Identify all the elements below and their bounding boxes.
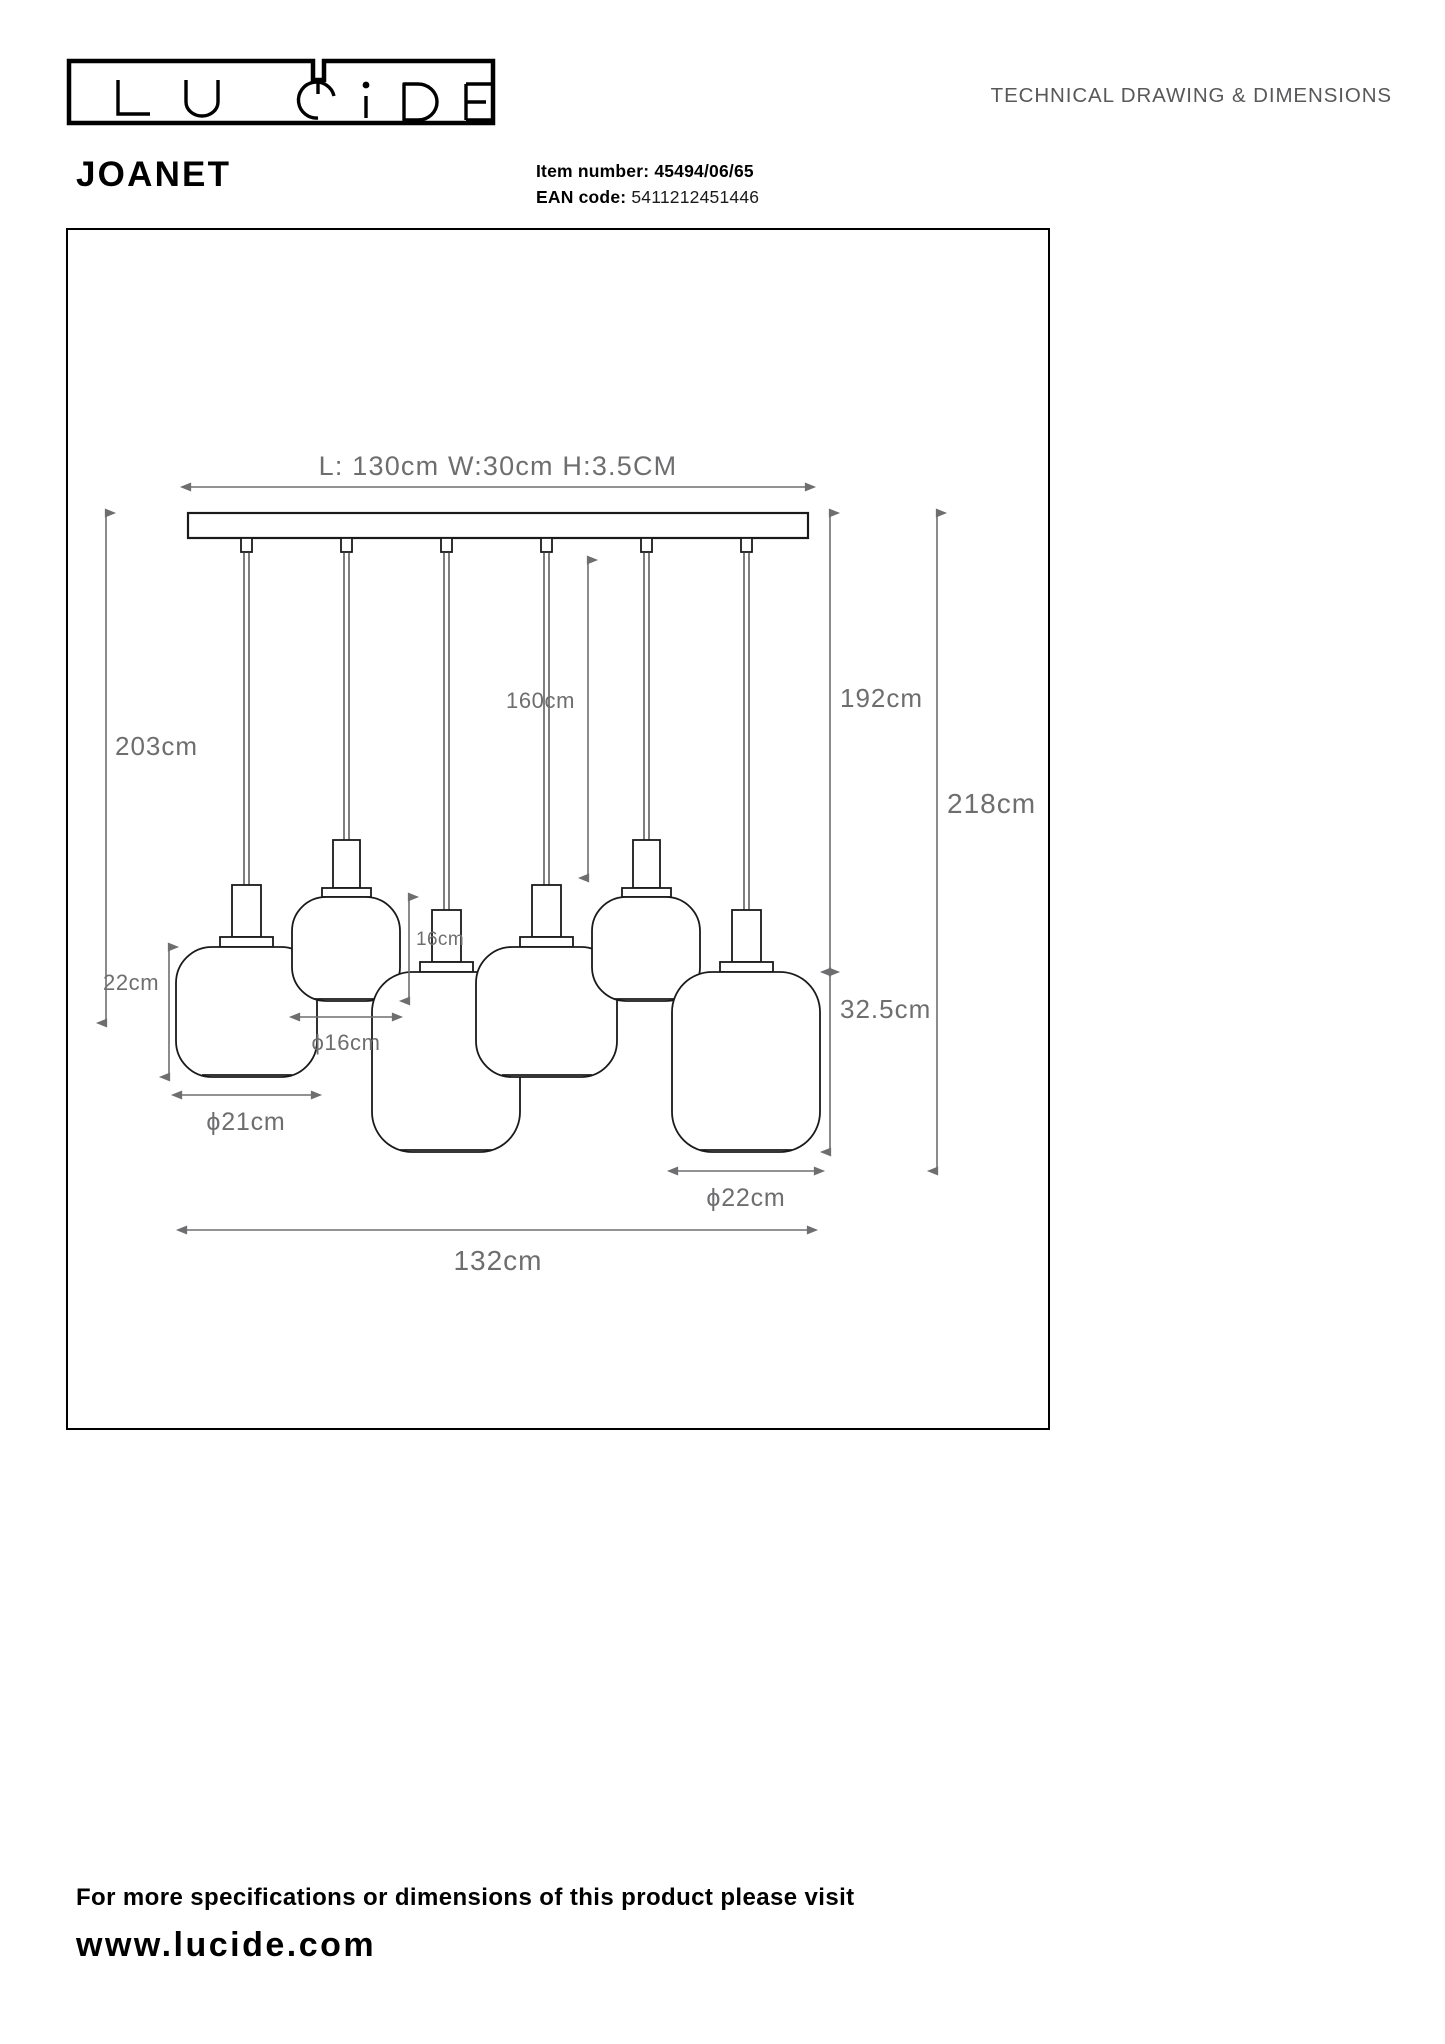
- title-row: JOANET Item number: 45494/06/65 EAN code…: [0, 155, 1445, 215]
- dimension-dia-22cm-label: ϕ22cm: [706, 1184, 785, 1212]
- pendant-6-shade: [671, 971, 821, 1153]
- suspension-cords: [240, 537, 753, 910]
- dimension-203cm-label: 203cm: [115, 731, 198, 761]
- dimension-dia-21cm-label: ϕ21cm: [206, 1108, 285, 1136]
- dimension-218cm-label: 218cm: [947, 788, 1036, 819]
- footer-website-url[interactable]: www.lucide.com: [76, 1926, 377, 1964]
- dimension-16cm: 16cm: [398, 892, 464, 1006]
- page-footer: For more specifications or dimensions of…: [76, 1884, 1276, 1965]
- dimension-22cm: 22cm: [103, 942, 180, 1082]
- dimension-dia-22cm: ϕ22cm: [666, 1166, 826, 1212]
- ean-code-separator: :: [620, 187, 627, 207]
- lucide-logo-svg: [66, 58, 496, 126]
- dimension-32-5cm-label: 32.5cm: [840, 994, 931, 1024]
- pendant-5-shade: [591, 896, 701, 1002]
- dimension-32-5cm: 32.5cm: [819, 967, 931, 1157]
- item-info-block: Item number: 45494/06/65 EAN code: 54112…: [536, 158, 759, 210]
- dimension-160cm: 160cm: [506, 555, 599, 883]
- dimension-192cm-label: 192cm: [840, 683, 923, 713]
- dimension-132cm-label: 132cm: [453, 1245, 542, 1276]
- item-number-label: Item number:: [536, 161, 650, 181]
- dimension-16cm-label: 16cm: [416, 929, 464, 950]
- pendant-2: [291, 839, 401, 1002]
- pendant-1: [175, 884, 318, 1078]
- pendant-5: [591, 839, 701, 1002]
- dimension-132cm: 132cm: [175, 1225, 819, 1276]
- technical-drawing-frame: L: 130cm W:30cm H:3.5CM: [66, 228, 1050, 1430]
- dimension-22cm-label: 22cm: [103, 970, 159, 995]
- dimension-dia-16cm: ϕ16cm: [288, 1012, 404, 1055]
- dimension-160cm-label: 160cm: [506, 688, 575, 713]
- technical-drawing: L: 130cm W:30cm H:3.5CM: [95, 451, 1036, 1276]
- canopy-bar: [186, 511, 810, 540]
- dimension-203cm: 203cm: [95, 508, 198, 1028]
- page-header: TECHNICAL DRAWING & DIMENSIONS: [0, 0, 1445, 150]
- lucide-logo: [66, 58, 496, 126]
- ean-code-label: EAN code: [536, 187, 621, 207]
- ean-code-row: EAN code: 5411212451446: [536, 184, 759, 210]
- pendant-6: [671, 909, 821, 1153]
- dimension-dia-16cm-label: ϕ16cm: [311, 1030, 380, 1055]
- dimension-dia-21cm: ϕ21cm: [170, 1090, 323, 1136]
- dimension-218cm: 218cm: [926, 508, 1036, 1176]
- ean-code-value: 5411212451446: [631, 187, 760, 207]
- canopy-dimension-label: L: 130cm W:30cm H:3.5CM: [319, 451, 678, 481]
- item-number-value: 45494/06/65: [654, 161, 754, 181]
- pendant-4: [475, 884, 618, 1078]
- dimension-192cm: 192cm: [819, 508, 923, 977]
- canopy-dimension-group: L: 130cm W:30cm H:3.5CM: [179, 451, 817, 492]
- item-number-row: Item number: 45494/06/65: [536, 158, 759, 184]
- pendant-4-shade: [475, 946, 618, 1078]
- page-title: JOANET: [76, 155, 232, 194]
- footer-specifications-text: For more specifications or dimensions of…: [76, 1884, 855, 1911]
- header-caption: TECHNICAL DRAWING & DIMENSIONS: [990, 84, 1392, 107]
